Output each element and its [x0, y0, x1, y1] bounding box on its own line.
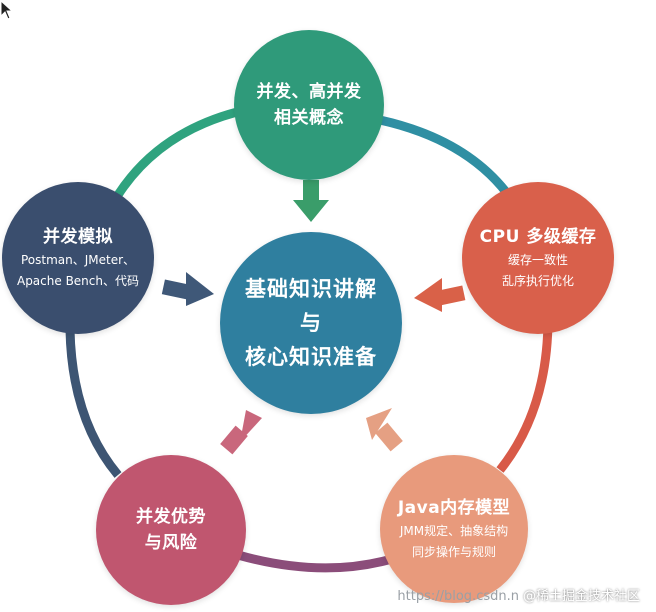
node-sub-line2: 乱序执行优化	[501, 274, 574, 288]
arrow-bottom-right	[366, 408, 403, 452]
ring-arc-left	[65, 329, 122, 478]
node-title: Java内存模型	[397, 498, 511, 518]
center-line2: 与	[300, 311, 322, 335]
center-line3: 核心知识准备	[245, 345, 377, 369]
arrow-top	[293, 180, 329, 222]
mouse-pointer-icon	[0, 0, 14, 20]
ring-arc-right	[496, 317, 553, 473]
ring-arc-top-left	[114, 105, 247, 198]
node-sub-line2: 同步操作与规则	[411, 545, 496, 559]
node-sub-line1: JMM规定、抽象结构	[399, 524, 509, 538]
node-title: CPU 多级缓存	[479, 227, 597, 247]
node-title-line2: 与风险	[144, 533, 198, 553]
watermark: https://blog.csdn.n@稀土掘金技术社区	[397, 585, 640, 604]
ring-arc-bottom	[236, 550, 390, 573]
node-concurrency-risks: 并发优势 与风险	[96, 455, 246, 605]
node-title-line1: 并发优势	[136, 507, 206, 527]
node-cpu-cache: CPU 多级缓存 缓存一致性 乱序执行优化	[462, 182, 614, 334]
node-sub-line2: Apache Bench、代码	[16, 274, 139, 288]
watermark-brand: @稀土掘金技术社区	[522, 589, 640, 604]
node-title-line2: 相关概念	[274, 108, 344, 128]
node-concurrency-simulation: 并发模拟 Postman、JMeter、 Apache Bench、代码	[2, 182, 154, 334]
node-concurrency-concepts: 并发、高并发 相关概念	[234, 30, 384, 180]
node-sub-line1: Postman、JMeter、	[20, 253, 136, 267]
arrow-left	[161, 272, 214, 306]
watermark-url: https://blog.csdn.n	[397, 589, 519, 604]
node-java-memory-model: Java内存模型 JMM规定、抽象结构 同步操作与规则	[380, 455, 528, 603]
node-center-foundation: 基础知识讲解 与 核心知识准备	[220, 232, 402, 414]
node-title-line1: 并发、高并发	[256, 82, 362, 102]
arrow-right	[414, 278, 466, 312]
center-line1: 基础知识讲解	[245, 277, 377, 301]
node-sub-line1: 缓存一致性	[507, 253, 568, 267]
node-title: 并发模拟	[43, 227, 113, 247]
arrow-bottom-left	[220, 410, 262, 455]
ring-arc-top-right	[379, 115, 516, 203]
